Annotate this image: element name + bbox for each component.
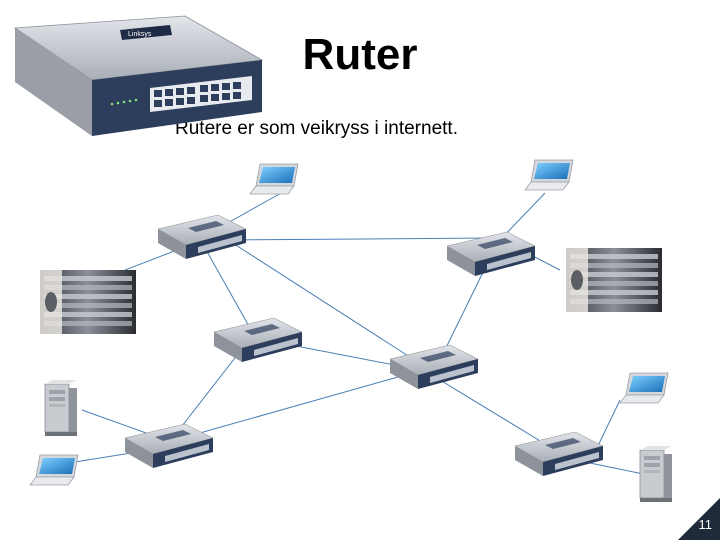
svg-text:Linksys: Linksys bbox=[128, 31, 152, 38]
laptop-icon bbox=[525, 160, 573, 190]
link-line bbox=[175, 345, 245, 435]
link-line bbox=[228, 238, 490, 240]
router-icon bbox=[390, 345, 478, 389]
laptop-icon bbox=[620, 373, 668, 403]
desktop-tower-icon bbox=[640, 446, 672, 502]
router-icon bbox=[515, 432, 603, 476]
server-rack-icon bbox=[566, 248, 662, 312]
link-line bbox=[175, 375, 405, 440]
desktop-tower-icon bbox=[45, 380, 77, 436]
server-rack-icon bbox=[40, 270, 136, 334]
link-line bbox=[440, 380, 555, 450]
laptop-icon bbox=[30, 455, 78, 485]
router-icon bbox=[214, 318, 302, 362]
link-line bbox=[205, 248, 250, 328]
page-number: 11 bbox=[699, 517, 713, 532]
laptop-icon bbox=[250, 164, 298, 194]
router-photo: Linksys bbox=[15, 16, 262, 136]
link-line bbox=[585, 462, 648, 475]
